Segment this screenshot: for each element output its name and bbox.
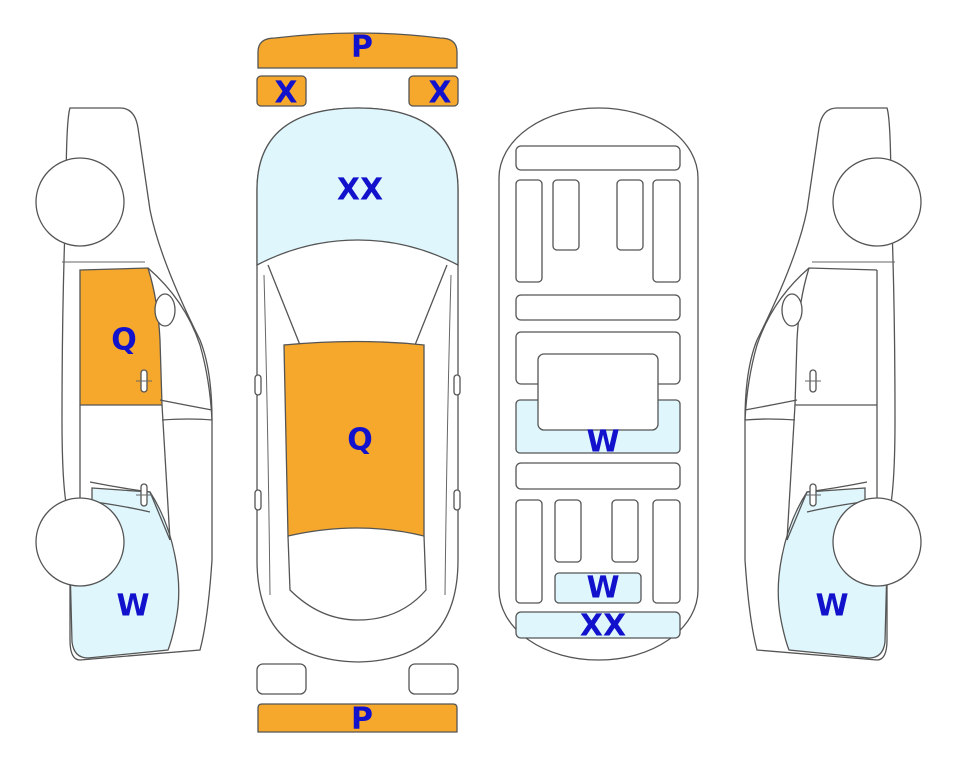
front-left-light-label: X: [274, 76, 297, 111]
hood-label: XX: [337, 173, 383, 208]
left-front-wheel: [35, 497, 125, 587]
underbody-rear-bumper-label: XX: [580, 609, 626, 644]
right-mirror: [781, 293, 803, 327]
front-bumper[interactable]: [257, 32, 458, 69]
underbody-view: W W XX: [498, 107, 699, 661]
hood[interactable]: [256, 107, 459, 267]
top-view: P X X XX Q P: [254, 30, 461, 737]
underbody-rear-bumper[interactable]: [515, 611, 681, 639]
front-right-light[interactable]: [408, 75, 459, 107]
front-bumper-label: P: [351, 30, 373, 65]
rear-right-light: [408, 663, 459, 695]
right-side-view: [744, 107, 922, 661]
left-mirror: [154, 293, 176, 327]
front-right-light-label: X: [428, 76, 451, 111]
right-front-fender-label: W: [815, 589, 848, 624]
underbody-rear-label: W: [586, 571, 619, 606]
rear-bumper-label: P: [351, 702, 373, 737]
roof-label: Q: [347, 423, 373, 458]
left-front-fender-label: W: [116, 589, 149, 624]
right-front-wheel: [832, 497, 922, 587]
underbody-mid-label: W: [586, 425, 619, 460]
front-left-light[interactable]: [256, 75, 307, 107]
right-rear-wheel: [832, 157, 922, 247]
left-rear-wheel: [35, 157, 125, 247]
left-side-view: Q W: [35, 107, 213, 661]
left-front-door-label: Q: [111, 323, 137, 358]
rear-bumper[interactable]: [257, 703, 458, 733]
rear-left-light: [256, 663, 307, 695]
underbody-rear[interactable]: [554, 572, 642, 604]
